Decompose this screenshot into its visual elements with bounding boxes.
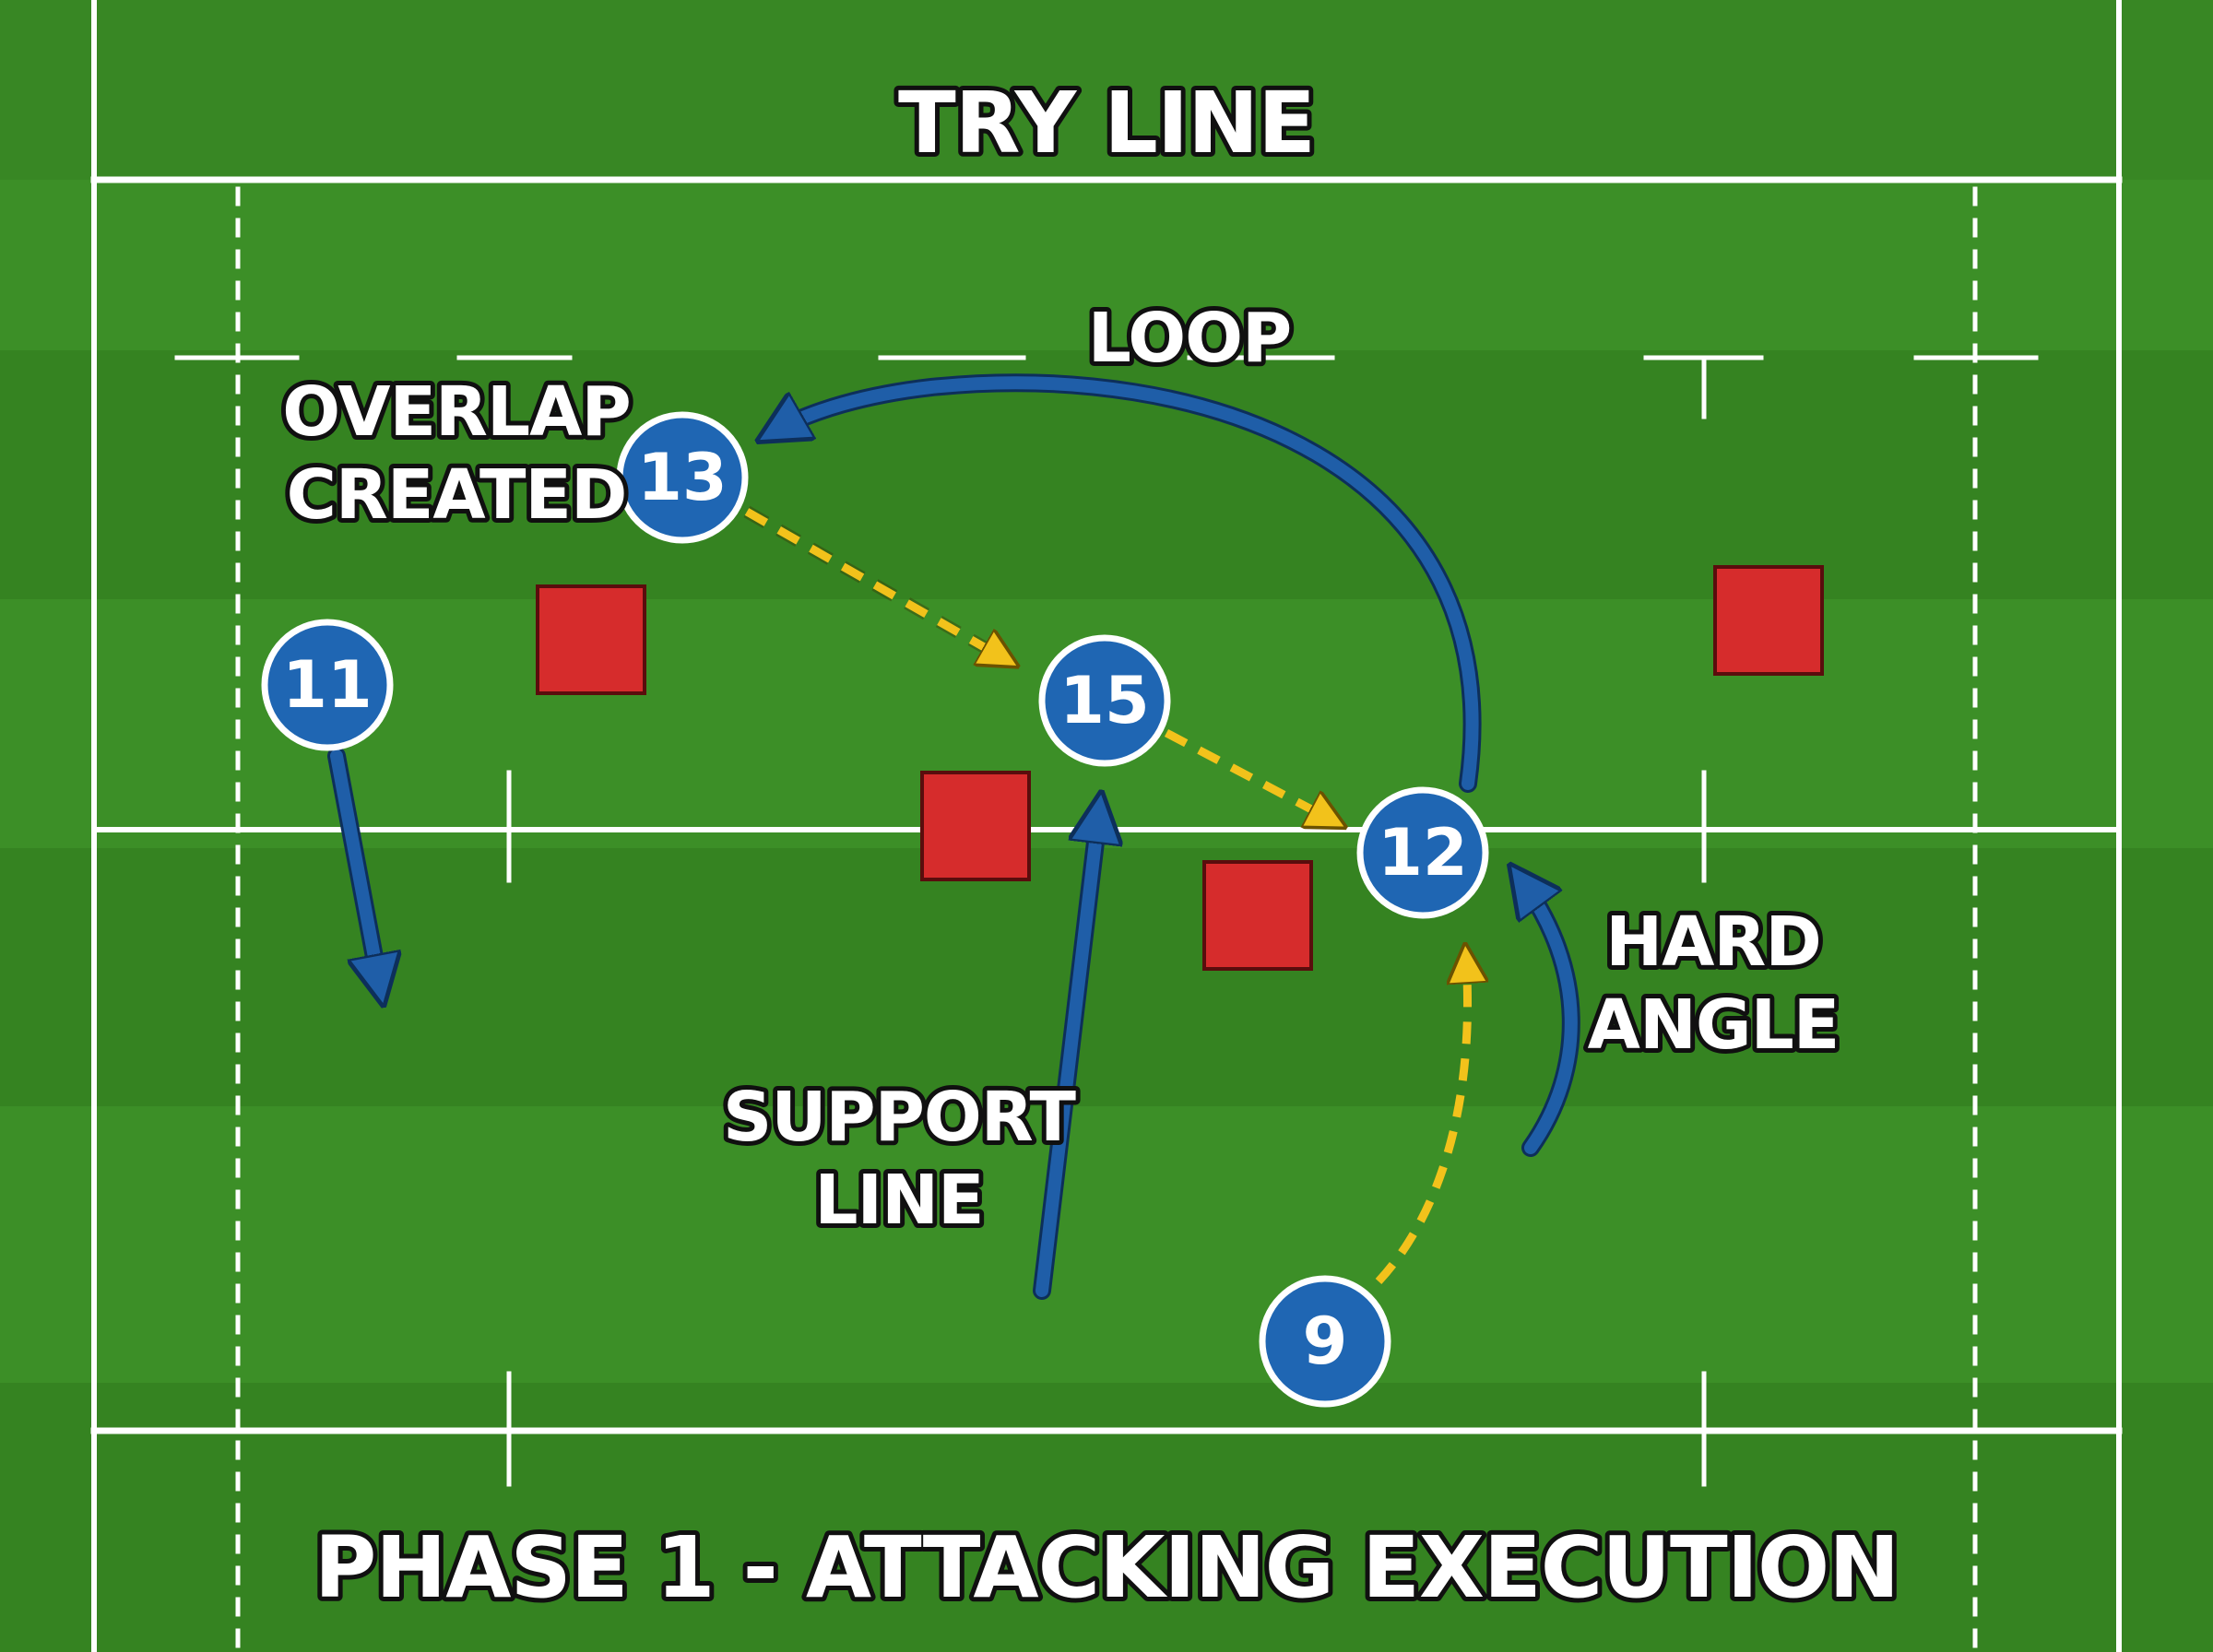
defender-square <box>536 584 646 695</box>
player-13: 13 <box>616 411 749 544</box>
support-line-run-arrow <box>1035 811 1099 1297</box>
defender-square <box>1202 860 1313 971</box>
overlap-label-line1: OVERLAP <box>282 372 630 452</box>
pass-9-to-12 <box>1375 959 1468 1285</box>
player-9: 9 <box>1259 1275 1391 1408</box>
pass-lines <box>743 505 1468 1285</box>
player-number: 9 <box>1303 1304 1348 1379</box>
support-label-line1: SUPPORT <box>723 1078 1076 1157</box>
pass-15-to-12 <box>1164 729 1332 820</box>
run-lines <box>327 373 1580 1300</box>
defenders <box>536 565 1824 971</box>
support-label-line2: LINE <box>814 1161 983 1240</box>
defender-square <box>1713 565 1824 676</box>
player-15: 15 <box>1038 634 1171 767</box>
phase-title: PHASE 1 - ATTACKING EXECUTION <box>314 1518 1899 1617</box>
player-number: 15 <box>1059 663 1149 738</box>
player-number: 12 <box>1378 815 1467 891</box>
try-line-title: TRY LINE <box>898 74 1315 172</box>
player-11: 11 <box>261 619 394 751</box>
pitch-lines <box>90 0 2123 1652</box>
loop-run-arrow <box>775 376 1479 790</box>
overlap-label-line2: CREATED <box>287 455 627 535</box>
player-number: 11 <box>282 647 372 723</box>
pass-13-to-15-arrow <box>744 508 1005 659</box>
player-number: 13 <box>637 440 727 515</box>
hard-angle-run-arrow <box>1521 880 1578 1154</box>
defender-square <box>920 771 1031 881</box>
player-12: 12 <box>1356 786 1489 919</box>
hard-angle-label-line1: HARD <box>1605 903 1821 982</box>
labels: TRY LINE LOOP OVERLAP CREATED SUPPORT LI… <box>278 69 1904 1622</box>
hard-angle-label-line2: ANGLE <box>1588 985 1840 1065</box>
run-11-arrow <box>330 749 380 986</box>
loop-label: LOOP <box>1088 299 1292 378</box>
attackers: 13 11 15 12 9 <box>261 411 1489 1408</box>
